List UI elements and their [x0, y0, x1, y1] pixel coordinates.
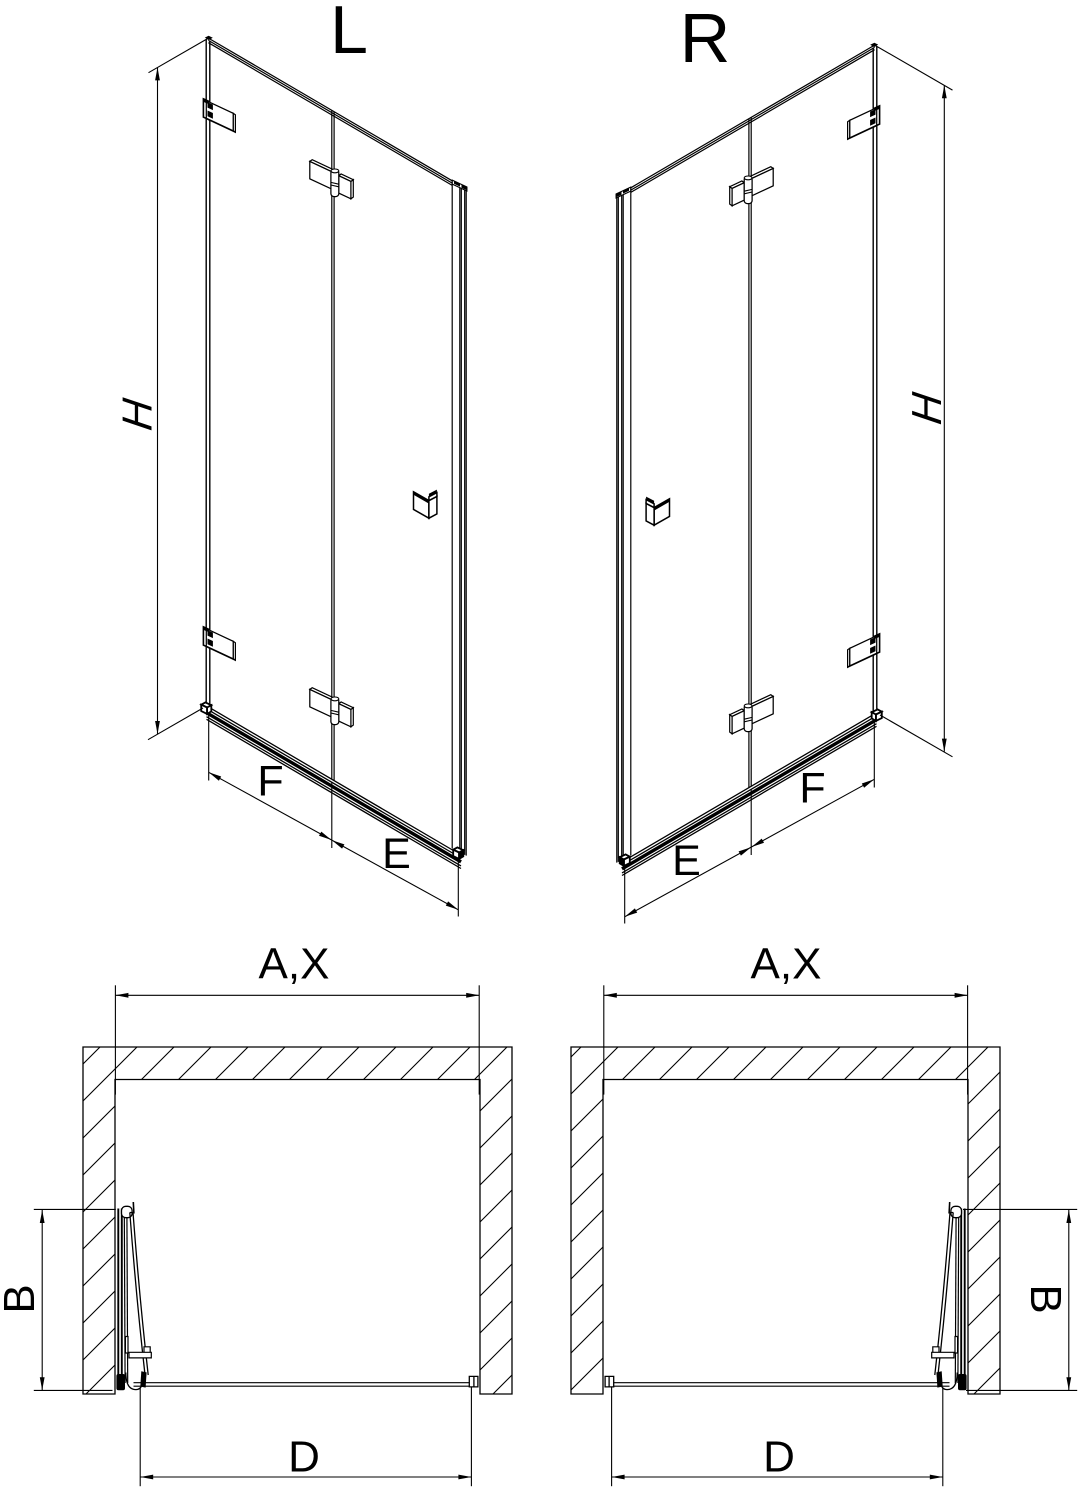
dim-label-ax-right: A,X — [751, 940, 822, 989]
dimension-h-left — [147, 37, 209, 741]
door-geometry-right — [614, 41, 884, 926]
dim-label-b-right: B — [1021, 1284, 1070, 1313]
dim-label-e-left: E — [382, 830, 411, 878]
dim-label-b-left: B — [0, 1284, 44, 1313]
door-geometry-left — [199, 34, 469, 919]
dimension-b-left — [33, 1208, 116, 1391]
view-label-left: L — [330, 0, 368, 68]
hatched-wall — [82, 1046, 513, 1395]
dim-label-e-right: E — [672, 837, 701, 885]
dimension-b-right — [963, 1208, 1078, 1391]
front-view-right — [614, 41, 953, 926]
dim-label-f-right: F — [799, 765, 825, 813]
view-label-right: R — [680, 0, 731, 77]
plan-view-left — [33, 984, 513, 1488]
dim-label-d-left: D — [288, 1433, 320, 1482]
dim-label-d-right: D — [763, 1433, 795, 1482]
dim-label-f-left: F — [257, 758, 283, 806]
hatched-wall — [570, 1046, 1001, 1395]
front-view-left — [147, 34, 469, 919]
dim-label-h-left: H — [114, 395, 161, 432]
plan-view-right — [570, 984, 1078, 1488]
dim-label-ax-left: A,X — [259, 940, 330, 989]
dim-label-h-right: H — [903, 389, 950, 426]
dimension-h-right — [874, 44, 953, 758]
